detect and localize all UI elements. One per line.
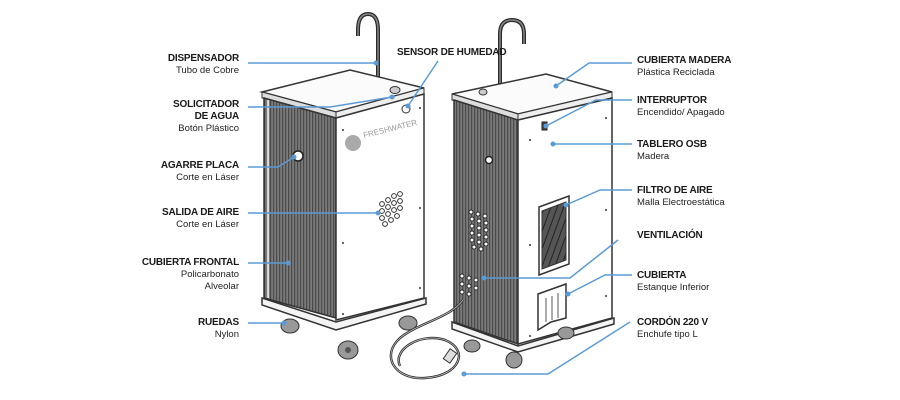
leader-lines <box>248 60 632 377</box>
label-agarre-placa: AGARRE PLACA Corte en Láser <box>161 160 239 184</box>
label-title-line2: DE AGUA <box>194 111 240 122</box>
label-subtitle: Nylon <box>214 329 239 340</box>
label-title: INTERRUPTOR <box>637 95 707 106</box>
label-title: RUEDAS <box>197 317 239 328</box>
label-solicitador-de-agua: SOLICITADOR DE AGUA Botón Plástico <box>173 99 239 135</box>
label-cubierta-estanque: CUBIERTA Estanque Inferior <box>637 270 709 294</box>
label-title: SENSOR DE HUMEDAD <box>397 47 507 58</box>
label-sensor-de-humedad: SENSOR DE HUMEDAD <box>397 47 507 59</box>
label-title: SOLICITADOR <box>173 99 239 110</box>
label-tablero-osb: TABLERO OSB Madera <box>637 139 707 163</box>
label-subtitle: Policarbonato <box>180 269 239 280</box>
label-salida-de-aire: SALIDA DE AIRE Corte en Láser <box>162 207 239 231</box>
unit-back-view <box>389 17 615 380</box>
label-title: VENTILACIÓN <box>637 230 703 241</box>
label-subtitle: Corte en Láser <box>176 219 239 230</box>
label-interruptor: INTERRUPTOR Encendido/ Apagado <box>637 95 725 119</box>
label-subtitle: Madera <box>637 151 670 162</box>
label-ruedas: RUEDAS Nylon <box>198 317 239 341</box>
unit-front-view: FRESHWATER <box>259 11 427 360</box>
label-subtitle: Enchufe tipo L <box>637 329 698 340</box>
label-title: TABLERO OSB <box>637 139 707 150</box>
label-title: CUBIERTA FRONTAL <box>141 257 239 268</box>
label-subtitle: Tubo de Cobre <box>175 65 239 76</box>
tank-cover <box>537 282 567 332</box>
label-subtitle: Botón Plástico <box>178 123 239 134</box>
label-subtitle: Corte en Láser <box>176 172 239 183</box>
label-title: SALIDA DE AIRE <box>161 207 239 218</box>
label-title: DISPENSADOR <box>167 53 239 64</box>
label-title: CUBIERTA MADERA <box>637 55 732 66</box>
label-title: CUBIERTA <box>637 270 687 281</box>
label-ventilacion: VENTILACIÓN <box>637 230 703 242</box>
back-vent-holes <box>459 209 489 297</box>
label-cubierta-madera: CUBIERTA MADERA Plástica Reciclada <box>637 55 731 79</box>
label-subtitle: Plástica Reciclada <box>637 67 715 78</box>
label-dispensador: DISPENSADOR Tubo de Cobre <box>168 53 239 77</box>
front-cover-panel <box>263 97 337 319</box>
label-cordon: CORDÓN 220 V Enchufe tipo L <box>637 317 708 341</box>
label-subtitle: Encendido/ Apagado <box>637 107 725 118</box>
label-filtro-de-aire: FILTRO DE AIRE Malla Electroestática <box>637 185 725 209</box>
label-subtitle: Estanque Inferior <box>637 282 710 293</box>
air-filter <box>538 194 570 277</box>
label-title: AGARRE PLACA <box>160 160 239 171</box>
air-outlet-holes <box>379 191 403 227</box>
label-subtitle: Malla Electroestática <box>637 197 725 208</box>
label-subtitle-line2: Alveolar <box>204 281 239 292</box>
label-cubierta-frontal: CUBIERTA FRONTAL Policarbonato Alveolar <box>142 257 239 293</box>
label-title: FILTRO DE AIRE <box>637 185 713 196</box>
faucet-dispenser <box>356 11 380 82</box>
label-title: CORDÓN 220 V <box>637 317 708 328</box>
